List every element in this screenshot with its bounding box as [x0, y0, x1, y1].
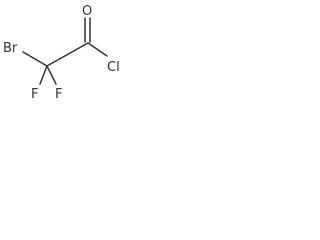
bond-br-c1 [22, 51, 48, 67]
bond-c1-f-left [39, 65, 48, 85]
bond-c1-c2 [46, 42, 89, 67]
atom-label-f-right: F [55, 87, 62, 102]
atom-label-o: O [82, 4, 92, 19]
bond-c1-f-right [46, 65, 57, 85]
atom-label-f-left: F [31, 87, 38, 102]
chemical-structure: Br O Cl F F [3, 4, 120, 102]
atom-label-br: Br [3, 41, 18, 56]
atom-label-cl: Cl [107, 60, 120, 75]
bond-c2-cl [87, 42, 108, 57]
